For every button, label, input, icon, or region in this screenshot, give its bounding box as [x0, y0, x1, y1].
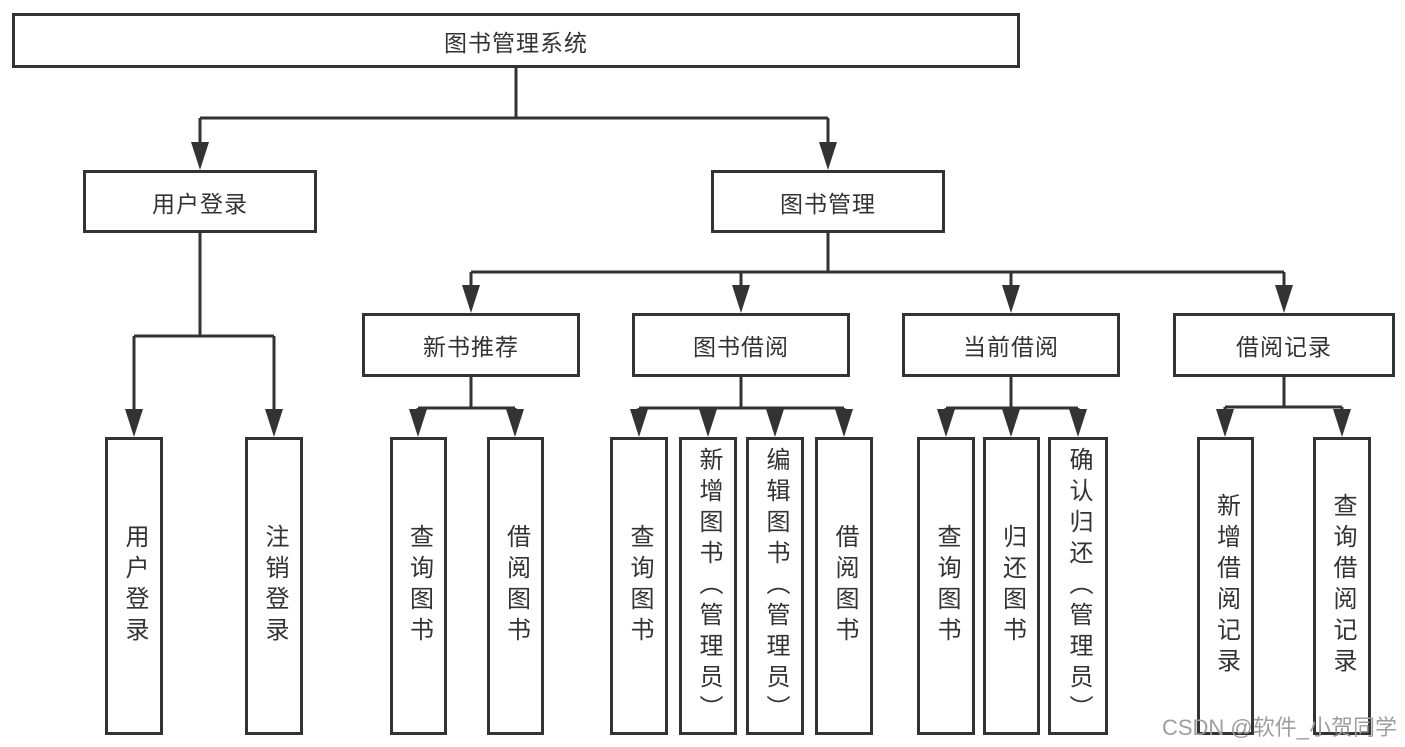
- connector-borrow-records-to-leaves: [1216, 377, 1351, 437]
- node-user-login: 用户登录: [83, 170, 317, 233]
- leaf-label: 查询图书: [626, 524, 653, 648]
- leaf-user-login: 用户登录: [105, 437, 163, 735]
- leaf-label: 确认归还（管理员）: [1065, 446, 1092, 726]
- leaf-edit-books-admin: 编辑图书（管理员）: [746, 437, 804, 735]
- leaf-add-books-admin: 新增图书（管理员）: [679, 437, 737, 735]
- leaf-label: 查询图书: [405, 524, 433, 648]
- node-label: 借阅记录: [1236, 334, 1332, 360]
- leaf-return-books: 归还图书: [983, 437, 1040, 735]
- node-label: 新书推荐: [423, 334, 519, 360]
- leaf-confirm-return-admin: 确认归还（管理员）: [1048, 437, 1108, 735]
- connector-book-borrowing-to-leaves: [630, 377, 853, 437]
- csdn-watermark: CSDN @软件_小贺同学: [1161, 715, 1397, 740]
- connector-current-borrowing-to-leaves: [937, 377, 1087, 437]
- leaf-label: 查询图书: [933, 524, 960, 648]
- leaf-label: 借阅图书: [831, 524, 858, 648]
- connector-user-login-to-leaves: [125, 233, 283, 437]
- node-book-management: 图书管理: [711, 170, 945, 233]
- leaf-query-borrow-record: 查询借阅记录: [1313, 437, 1371, 735]
- leaf-label: 新增借阅记录: [1212, 493, 1240, 679]
- leaf-query-books-recommend: 查询图书: [390, 437, 447, 735]
- node-label: 图书借阅: [693, 334, 789, 360]
- node-label: 当前借阅: [963, 334, 1059, 360]
- leaf-logout: 注销登录: [245, 437, 303, 735]
- node-label: 用户登录: [152, 190, 248, 217]
- leaf-label: 用户登录: [121, 524, 148, 648]
- leaf-add-borrow-record: 新增借阅记录: [1197, 437, 1254, 735]
- leaf-borrow-books: 借阅图书: [815, 437, 873, 735]
- connector-new-book-recommend-to-leaves: [409, 377, 524, 437]
- leaf-borrow-books-recommend: 借阅图书: [487, 437, 544, 735]
- leaf-query-books-borrowing: 查询图书: [610, 437, 668, 735]
- node-current-borrowing: 当前借阅: [902, 313, 1120, 377]
- leaf-label: 查询借阅记录: [1329, 493, 1356, 679]
- leaf-label: 借阅图书: [502, 524, 530, 648]
- leaf-label: 编辑图书（管理员）: [762, 446, 789, 726]
- connector-book-management-to-level3: [462, 233, 1293, 313]
- node-label: 图书管理系统: [444, 29, 588, 56]
- leaf-label: 新增图书（管理员）: [695, 446, 722, 726]
- node-new-book-recommend: 新书推荐: [362, 313, 580, 377]
- node-book-borrowing: 图书借阅: [632, 313, 850, 377]
- leaf-label: 归还图书: [998, 524, 1026, 648]
- node-label: 图书管理: [780, 190, 876, 217]
- leaf-query-books-current: 查询图书: [917, 437, 975, 735]
- node-borrow-records: 借阅记录: [1173, 313, 1395, 377]
- connector-root-to-level2: [191, 68, 837, 170]
- node-library-management-system: 图书管理系统: [12, 13, 1020, 68]
- leaf-label: 注销登录: [261, 524, 288, 648]
